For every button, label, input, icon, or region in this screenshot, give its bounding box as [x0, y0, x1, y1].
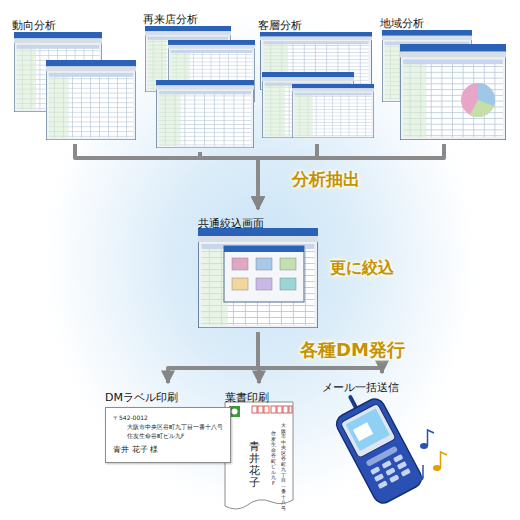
flow-arrow: [200, 152, 258, 209]
node-heading: 地域分析: [380, 17, 424, 31]
label-text: 青井 花子 様: [113, 444, 223, 456]
label-text: 〒542-0012: [113, 413, 223, 422]
screenshot-group: [382, 30, 506, 140]
flow-arrow: [168, 332, 258, 383]
node-heading: 再来店分析: [143, 13, 198, 27]
screen-node: 再来店分析: [143, 8, 257, 150]
flow-arrow: [258, 144, 444, 209]
postcard-node: 葉書印刷大阪市中央区谷町九丁目一番十八号住友生命谷町ビル九F 青井 花子: [225, 386, 293, 515]
screen-node: 客層分析: [258, 14, 376, 142]
node-heading: メール一括送信: [322, 381, 399, 395]
music-notes: [417, 430, 448, 481]
flow-arrow: [75, 144, 258, 209]
label-print-node: DMラベル印刷〒542-0012大阪市中央区谷町九丁目一番十八号住友生命谷町ビル…: [105, 386, 231, 463]
postcard-text: 青井 花子: [249, 441, 260, 489]
flow-label: 分析抽出: [292, 168, 360, 191]
screenshot-main: [198, 228, 318, 328]
node-heading: 客層分析: [258, 19, 302, 33]
postcard-face: 大阪市中央区谷町九丁目一番十八号住友生命谷町ビル九F 青井 花子: [225, 407, 293, 515]
postcard-text: 住友生命谷町ビル九F: [271, 431, 276, 486]
node-heading: 動向分析: [12, 19, 56, 33]
node-heading: DMラベル印刷: [105, 391, 178, 405]
node-heading: 共通絞込画面: [198, 217, 264, 231]
address-label: 〒542-0012大阪市中央区谷町九丁目一番十八号住友生命谷町ビル九F 青井 花子…: [105, 407, 231, 463]
postcard-text: 大阪市中央区谷町九丁目一番十八号: [281, 423, 286, 511]
node-heading: 葉書印刷: [225, 391, 269, 405]
mail-node: メール一括送信: [322, 376, 442, 506]
label-text: 大阪市中央区谷町九丁目一番十八号: [113, 422, 223, 431]
screen-node: 共通絞込画面: [198, 212, 318, 330]
screen-node: 動向分析: [12, 14, 138, 142]
screenshot-group: [260, 32, 374, 138]
flow-label: 更に絞込: [330, 258, 394, 279]
screenshot-group: [14, 32, 136, 140]
flow-label: 各種DM発行: [300, 338, 405, 362]
mobile-phone: [326, 383, 424, 506]
screen-node: 地域分析: [380, 12, 508, 142]
label-text: 住友生命谷町ビル九F: [113, 431, 223, 440]
screenshot-group: [145, 26, 255, 148]
